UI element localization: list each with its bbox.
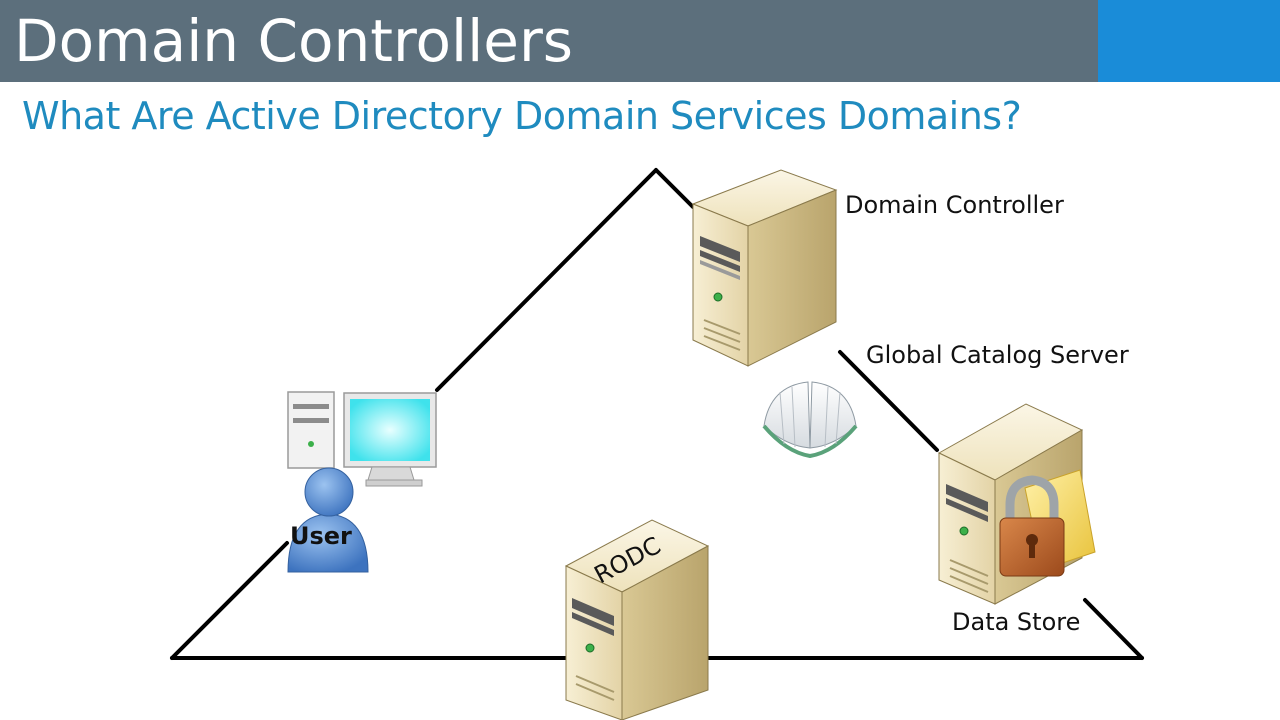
- user-label: User: [290, 522, 352, 550]
- data-store-label: Data Store: [952, 608, 1080, 636]
- domain-boundary-triangle: [170, 168, 1144, 660]
- slide-subtitle: What Are Active Directory Domain Service…: [22, 94, 1022, 138]
- title-bar: [0, 0, 1098, 82]
- global-catalog-label: Global Catalog Server: [866, 341, 1129, 369]
- domain-controller-label: Domain Controller: [845, 191, 1064, 219]
- domain-controller-server-icon: [691, 169, 838, 367]
- monitor-icon: [343, 392, 437, 487]
- book-icon: [762, 381, 858, 459]
- slide-title: Domain Controllers: [14, 7, 574, 75]
- workstation-icon: [287, 391, 335, 469]
- rodc-server-icon: [564, 519, 710, 720]
- lock-icon: [999, 469, 1096, 577]
- title-accent-block: [1098, 0, 1280, 82]
- user-icon: [287, 467, 369, 573]
